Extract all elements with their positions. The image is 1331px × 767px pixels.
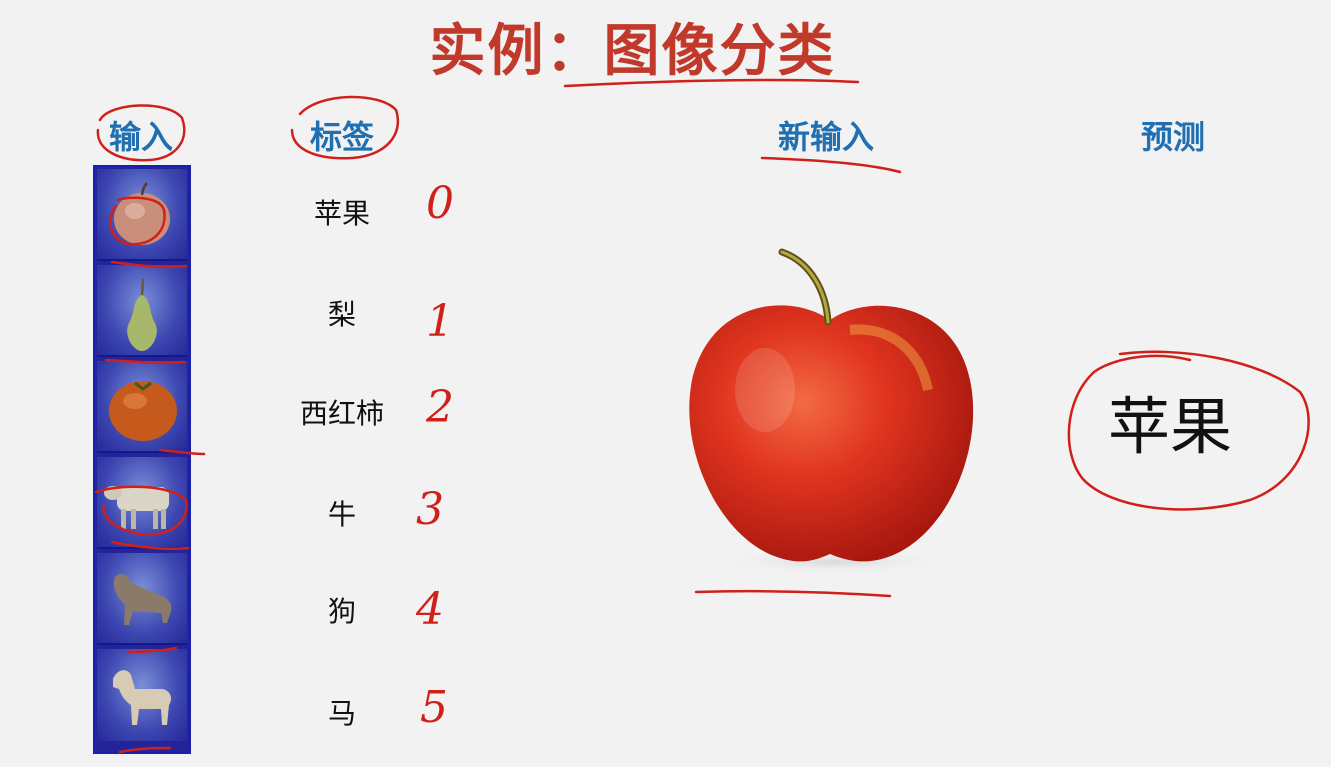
label-horse: 马: [327, 697, 356, 730]
label-tomato: 西红柿: [299, 397, 384, 430]
dog-icon: [97, 553, 187, 645]
prediction-text: 苹果: [1107, 390, 1232, 463]
red-apple-image: [689, 248, 974, 574]
page-title: 实例：图像分类: [429, 19, 836, 84]
number-1: 1: [426, 296, 454, 347]
apple-icon: [97, 169, 187, 261]
number-3: 3: [416, 484, 444, 535]
label-apple: 苹果: [313, 197, 370, 230]
header-label: 标签: [309, 118, 374, 156]
header-input: 输入: [108, 118, 173, 156]
number-0: 0: [426, 178, 454, 229]
tomato-icon: [97, 361, 187, 453]
header-new-input: 新输入: [777, 118, 874, 156]
pear-icon: [97, 265, 187, 357]
header-prediction: 预测: [1140, 118, 1205, 156]
number-5: 5: [420, 682, 448, 733]
label-pear: 梨: [327, 298, 356, 331]
number-2: 2: [426, 382, 454, 433]
label-dog: 狗: [327, 595, 356, 628]
cow-icon: [97, 457, 187, 549]
label-cow: 牛: [327, 498, 356, 531]
input-image-strip: [93, 165, 191, 754]
number-4: 4: [416, 584, 444, 635]
horse-icon: [97, 649, 187, 741]
